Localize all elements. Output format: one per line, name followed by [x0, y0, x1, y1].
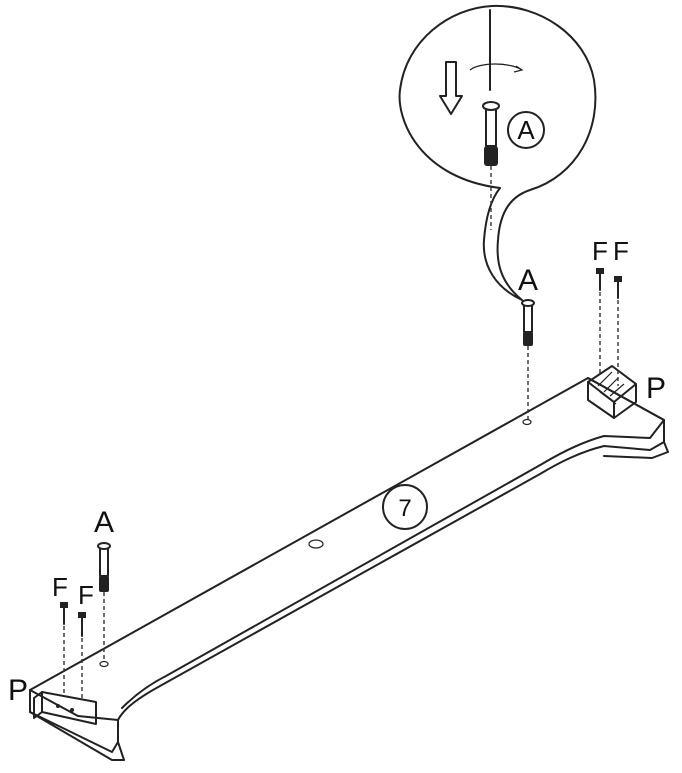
upper-screws — [596, 268, 622, 386]
lower-bracket-label: P — [8, 674, 28, 707]
lower-bolt-label: A — [94, 506, 114, 539]
beam-part-7 — [29, 377, 669, 761]
upper-bolt — [521, 299, 535, 420]
lower-screws — [60, 602, 86, 700]
upper-screw-label-left: F — [592, 236, 608, 266]
zoom-circle-label: A — [517, 115, 535, 145]
part-number-badge: 7 — [382, 484, 428, 530]
zoom-callout — [398, 4, 597, 301]
bracket-left — [33, 691, 97, 725]
part-number-text: 7 — [398, 495, 411, 522]
lower-screw-label-right: F — [78, 580, 94, 610]
lower-bolt — [97, 542, 111, 662]
upper-screw-label-right: F — [613, 236, 629, 266]
bracket-right — [587, 365, 637, 419]
upper-bracket-label: P — [646, 372, 666, 405]
upper-bolt-label: A — [518, 264, 538, 297]
lower-screw-label-left: F — [52, 572, 68, 602]
